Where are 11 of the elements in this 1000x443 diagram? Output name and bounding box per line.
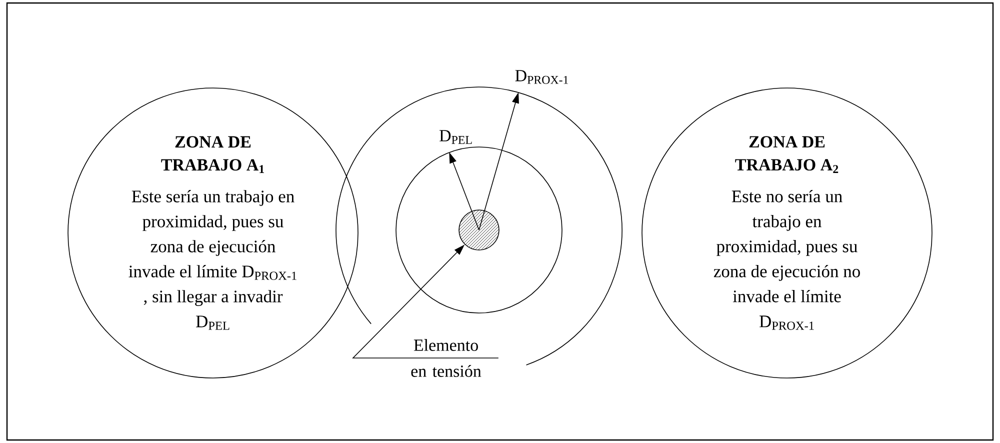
work-zone-circle [642, 88, 932, 378]
zone-description: Este no sería un trabajo en proximidad, pues su zona de ejecución no invade el límite D$_{PROX-1}$ [714, 190, 860, 330]
zone-description: Este sería un trabajo en proximidad, pues su zona de ejecución invade el límite D$_{PROX-1}$ , sin llegar a invadir D$_{PEL}$ [128, 190, 296, 330]
element-label: Elemento en tensión [411, 339, 482, 377]
limit-circle [396, 146, 562, 314]
live-element-circle [458, 210, 500, 250]
distance-label: D$_{PEL}$ [440, 130, 472, 144]
zone-title: ZONA DE TRABAJO A$_{2}$ [735, 136, 838, 173]
work-zone-circle [68, 88, 358, 378]
distance-label: D$_{PROX-1}$ [515, 70, 568, 84]
zone-title: ZONA DE TRABAJO A$_{1}$ [161, 136, 264, 174]
